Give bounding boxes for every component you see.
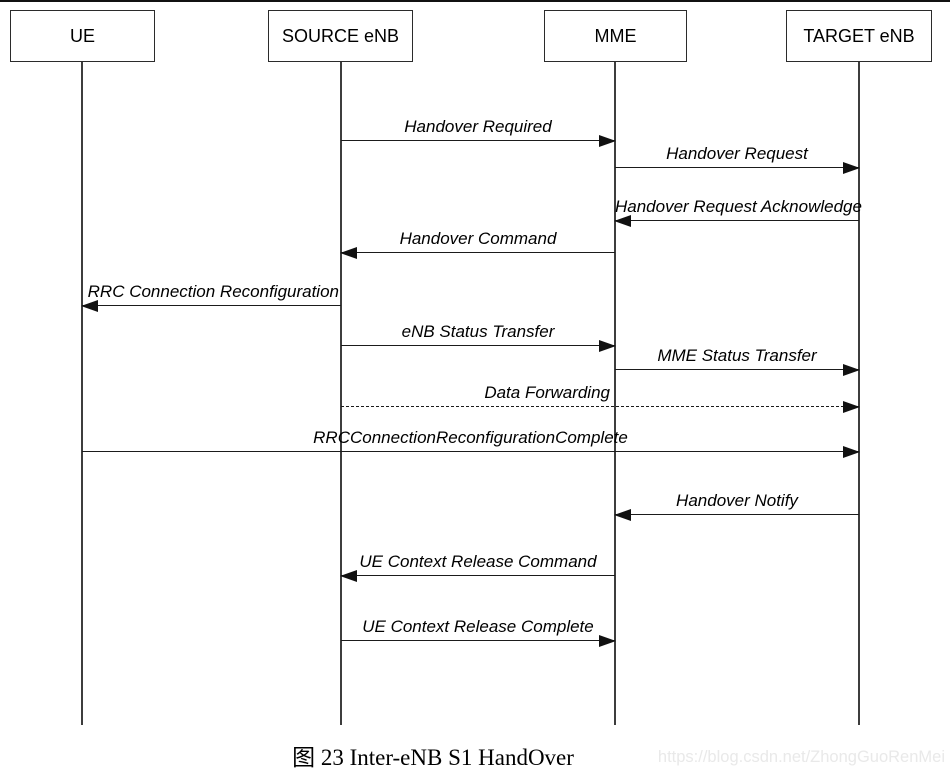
- lifeline-ue: [81, 62, 83, 725]
- message-label: RRCConnectionReconfigurationComplete: [313, 428, 628, 448]
- arrowhead-icon: [81, 300, 98, 312]
- message-line: [615, 167, 859, 168]
- arrowhead-icon: [843, 401, 860, 413]
- arrowhead-icon: [614, 215, 631, 227]
- message-handover-command: Handover Command: [340, 226, 615, 259]
- message-rrc-connection-reconfiguration-complete: RRCConnectionReconfigurationComplete: [82, 425, 860, 458]
- message-line: [341, 345, 615, 346]
- message-label: Handover Request: [666, 144, 808, 164]
- lifeline-target-enb: [858, 62, 860, 725]
- actor-box-ue: UE: [10, 10, 155, 62]
- figure-caption: 图 23 Inter-eNB S1 HandOver: [292, 745, 574, 770]
- message-line: [82, 451, 859, 452]
- watermark-text: https://blog.csdn.net/ZhongGuoRenMei: [657, 748, 945, 766]
- arrowhead-icon: [340, 247, 357, 259]
- message-label: RRC Connection Reconfiguration: [87, 282, 339, 302]
- message-data-forwarding: Data Forwarding: [341, 380, 860, 413]
- message-line: [341, 575, 615, 576]
- arrowhead-icon: [843, 446, 860, 458]
- message-rrc-connection-reconfiguration: RRC Connection Reconfiguration: [81, 279, 341, 312]
- arrowhead-icon: [599, 340, 616, 352]
- message-line: [82, 305, 341, 306]
- message-mme-status-transfer: MME Status Transfer: [615, 343, 860, 376]
- actor-label-target-enb: TARGET eNB: [803, 25, 915, 46]
- arrowhead-icon: [843, 364, 860, 376]
- message-line: [341, 252, 615, 253]
- message-line: [341, 406, 859, 407]
- message-label: MME Status Transfer: [657, 346, 817, 366]
- message-handover-request: Handover Request: [615, 141, 860, 174]
- actor-label-source-enb: SOURCE eNB: [281, 25, 400, 46]
- arrowhead-icon: [614, 509, 631, 521]
- message-label: UE Context Release Command: [359, 552, 597, 572]
- message-ue-context-release-complete: UE Context Release Complete: [341, 614, 616, 647]
- message-handover-notify: Handover Notify: [614, 488, 859, 521]
- message-enb-status-transfer: eNB Status Transfer: [341, 319, 616, 352]
- arrowhead-icon: [340, 570, 357, 582]
- message-handover-request-acknowledge: Handover Request Acknowledge: [614, 194, 862, 227]
- message-ue-context-release-command: UE Context Release Command: [340, 549, 615, 582]
- actor-box-source-enb: SOURCE eNB: [268, 10, 413, 62]
- arrowhead-icon: [599, 135, 616, 147]
- message-line: [341, 140, 615, 141]
- actor-box-mme: MME: [544, 10, 687, 62]
- arrowhead-icon: [843, 162, 860, 174]
- message-label: Handover Request Acknowledge: [615, 197, 862, 217]
- message-line: [615, 514, 859, 515]
- message-line: [615, 220, 859, 221]
- message-line: [341, 640, 615, 641]
- message-label: Handover Notify: [676, 491, 798, 511]
- lifeline-mme: [614, 62, 616, 725]
- message-label: eNB Status Transfer: [401, 322, 555, 342]
- lifeline-source-enb: [340, 62, 342, 725]
- arrowhead-icon: [599, 635, 616, 647]
- message-label: UE Context Release Complete: [362, 617, 594, 637]
- message-label: Handover Command: [399, 229, 557, 249]
- actor-label-ue: UE: [69, 25, 95, 46]
- actor-box-target-enb: TARGET eNB: [786, 10, 932, 62]
- actor-label-mme: MME: [594, 25, 637, 46]
- top-border-line: [0, 0, 950, 2]
- message-label: Data Forwarding: [484, 383, 610, 403]
- message-label: Handover Required: [404, 117, 552, 137]
- message-handover-required: Handover Required: [341, 114, 616, 147]
- message-line: [615, 369, 859, 370]
